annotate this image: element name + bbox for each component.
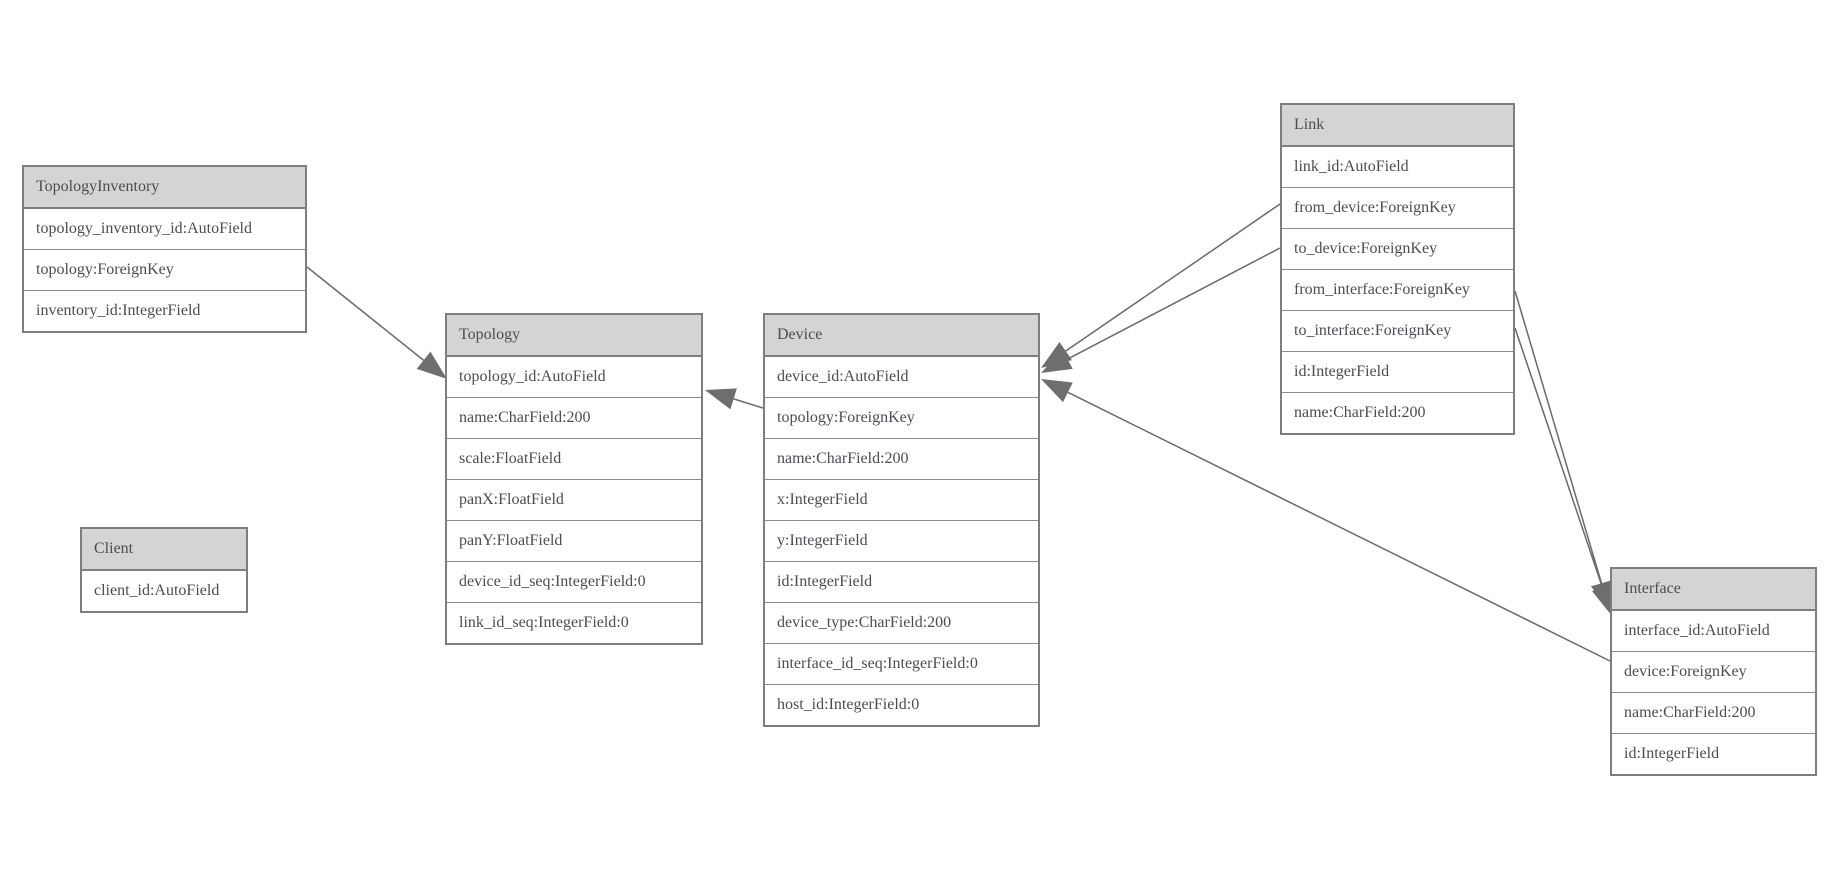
- entity-client: Client client_id:AutoField: [80, 527, 248, 613]
- relation-arrowhead-topology_inventory.topology: [416, 351, 447, 379]
- entity-interface: Interface interface_id:AutoField device:F…: [1610, 567, 1817, 776]
- field-row: id:IntegerField: [1612, 733, 1815, 774]
- entity-title-topologyinventory: TopologyInventory: [24, 167, 305, 209]
- entity-title-link: Link: [1282, 105, 1513, 147]
- field-row: panX:FloatField: [447, 479, 701, 520]
- entity-title-topology: Topology: [447, 315, 701, 357]
- field-row: scale:FloatField: [447, 438, 701, 479]
- entity-title-client: Client: [82, 529, 246, 571]
- field-row: name:CharField:200: [765, 438, 1038, 479]
- relation-arrowhead-device.topology: [705, 388, 737, 410]
- field-row: name:CharField:200: [1612, 692, 1815, 733]
- field-row: from_device:ForeignKey: [1282, 187, 1513, 228]
- field-row: to_device:ForeignKey: [1282, 228, 1513, 269]
- entity-topology: Topology topology_id:AutoField name:CharF…: [445, 313, 703, 645]
- relation-line-link.to_device: [1067, 247, 1281, 360]
- field-row: device_id:AutoField: [777, 368, 909, 385]
- field-row: id:IntegerField: [1282, 351, 1513, 392]
- relation-line-link.from_interface: [1514, 290, 1603, 584]
- field-row: inventory_id:IntegerField: [24, 290, 305, 331]
- relation-arrowhead-interface.device: [1041, 379, 1073, 403]
- field-row: link_id_seq:IntegerField:0: [447, 602, 701, 643]
- entity-title-interface: Interface: [1612, 569, 1815, 611]
- field-row: id:IntegerField: [765, 561, 1038, 602]
- relation-arrowhead-link.from_device: [1041, 341, 1072, 368]
- entity-title-device: Device: [765, 315, 1038, 357]
- relation-line-topology_inventory.topology: [306, 266, 425, 361]
- field-row: name:CharField:200: [447, 397, 701, 438]
- field-row: x:IntegerField: [765, 479, 1038, 520]
- entity-topologyinventory: TopologyInventory topology_inventory_id:…: [22, 165, 307, 333]
- entity-link: Link link_id:AutoField from_device:Foreig…: [1280, 103, 1515, 435]
- entity-fields-client: client_id:AutoField: [82, 571, 246, 611]
- field-row: client_id:AutoField: [94, 582, 220, 599]
- field-row: host_id:IntegerField:0: [765, 684, 1038, 725]
- field-row: device_type:CharField:200: [765, 602, 1038, 643]
- field-row: interface_id_seq:IntegerField:0: [765, 643, 1038, 684]
- field-row: topology_id:AutoField: [459, 368, 606, 385]
- field-row: panY:FloatField: [447, 520, 701, 561]
- field-row: link_id:AutoField: [1294, 158, 1409, 175]
- entity-device: Device device_id:AutoField topology:Forei…: [763, 313, 1040, 727]
- relation-line-device.topology: [733, 398, 764, 409]
- field-row: topology:ForeignKey: [765, 397, 1038, 438]
- relation-arrowhead-link.from_interface: [1590, 580, 1613, 612]
- field-row: from_interface:ForeignKey: [1282, 269, 1513, 310]
- field-row: to_interface:ForeignKey: [1282, 310, 1513, 351]
- field-row: name:CharField:200: [1282, 392, 1513, 433]
- field-row: topology_inventory_id:AutoField: [36, 220, 252, 237]
- field-row: device:ForeignKey: [1612, 651, 1815, 692]
- relation-line-link.from_device: [1065, 203, 1281, 352]
- relation-arrowhead-link.to_device: [1041, 349, 1073, 373]
- field-row: y:IntegerField: [765, 520, 1038, 561]
- relation-line-link.to_interface: [1514, 327, 1604, 588]
- entity-fields-topologyinventory: topology_inventory_id:AutoField topology:…: [24, 209, 305, 331]
- field-row: topology:ForeignKey: [24, 249, 305, 290]
- field-row: interface_id:AutoField: [1624, 622, 1770, 639]
- field-row: device_id_seq:IntegerField:0: [447, 561, 701, 602]
